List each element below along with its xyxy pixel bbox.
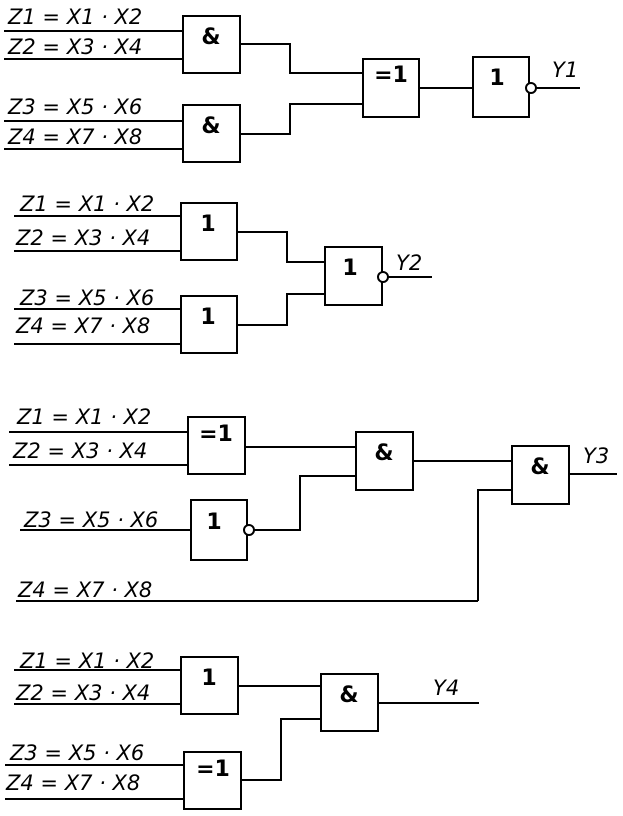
inversion-bubble [243,524,255,536]
input-label-z4: Z4 = X7 · X8 [17,578,152,602]
input-label-z1: Z1 = X1 · X2 [16,405,151,429]
circuit-1: Z1 = X1 · X2 Z2 = X3 · X4 Z3 = X5 · X6 Z… [4,5,580,163]
circuit-2: Z1 = X1 · X2 Z2 = X3 · X4 Z3 = X5 · X6 Z… [14,192,432,354]
wires [237,231,432,326]
input-lines [5,669,184,800]
gate-symbol: 1 [200,212,215,237]
input-label-z2: Z2 = X3 · X4 [15,226,150,250]
input-label-z2: Z2 = X3 · X4 [12,439,147,463]
or-gate: 1 [180,202,238,261]
input-label-z3: Z3 = X5 · X6 [9,741,144,765]
input-label-z4: Z4 = X7 · X8 [15,314,150,338]
input-label-z1: Z1 = X1 · X2 [19,192,154,216]
gate-symbol: & [339,683,358,708]
gate-symbol: 1 [489,66,504,91]
input-label-z1: Z1 = X1 · X2 [19,649,154,673]
input-label-z3: Z3 = X5 · X6 [7,95,142,119]
and-gate: & [355,431,414,491]
inversion-bubble [525,82,537,94]
input-label-z1: Z1 = X1 · X2 [7,5,142,29]
gate-symbol: =1 [199,422,233,447]
output-label-y4: Y4 [433,676,459,700]
input-lines [4,30,183,150]
wires [238,685,479,781]
gate-symbol: =1 [374,63,408,88]
input-lines [9,431,478,602]
gate-symbol: 1 [200,305,215,330]
and-gate: & [320,673,379,732]
output-label-y2: Y2 [396,251,422,275]
input-label-z4: Z4 = X7 · X8 [7,125,142,149]
inversion-bubble [377,271,389,283]
or-gate-inverted: 1 [472,56,537,118]
and-gate: & [511,445,570,505]
input-label-z4: Z4 = X7 · X8 [5,771,140,795]
gate-symbol: 1 [206,510,221,535]
gate-symbol: 1 [201,666,216,691]
xor-gate: =1 [187,416,246,475]
gate-symbol: & [530,455,549,480]
or-gate: 1 [180,295,238,354]
circuit-3: Z1 = X1 · X2 Z2 = X3 · X4 Z3 = X5 · X6 Z… [9,405,617,602]
wires [240,43,580,135]
input-label-z2: Z2 = X3 · X4 [15,681,150,705]
or-gate-inverted: 1 [190,499,255,561]
gate-symbol: & [374,441,393,466]
gate-symbol: & [201,114,220,139]
xor-gate: =1 [183,751,242,810]
and-gate: & [182,104,241,163]
xor-gate: =1 [362,58,420,118]
gate-symbol: 1 [342,256,357,281]
circuit-4: Z1 = X1 · X2 Z2 = X3 · X4 Z3 = X5 · X6 Z… [5,649,479,810]
wires [245,446,617,601]
input-label-z3: Z3 = X5 · X6 [19,286,154,310]
and-gate: & [182,15,241,74]
output-label-y3: Y3 [583,444,609,468]
gate-symbol: & [201,25,220,50]
or-gate-inverted: 1 [324,246,389,306]
input-lines [14,215,181,345]
output-label-y1: Y1 [552,58,578,82]
gate-symbol: =1 [196,757,230,782]
input-label-z2: Z2 = X3 · X4 [7,35,142,59]
input-label-z3: Z3 = X5 · X6 [23,508,158,532]
or-gate: 1 [180,656,239,715]
